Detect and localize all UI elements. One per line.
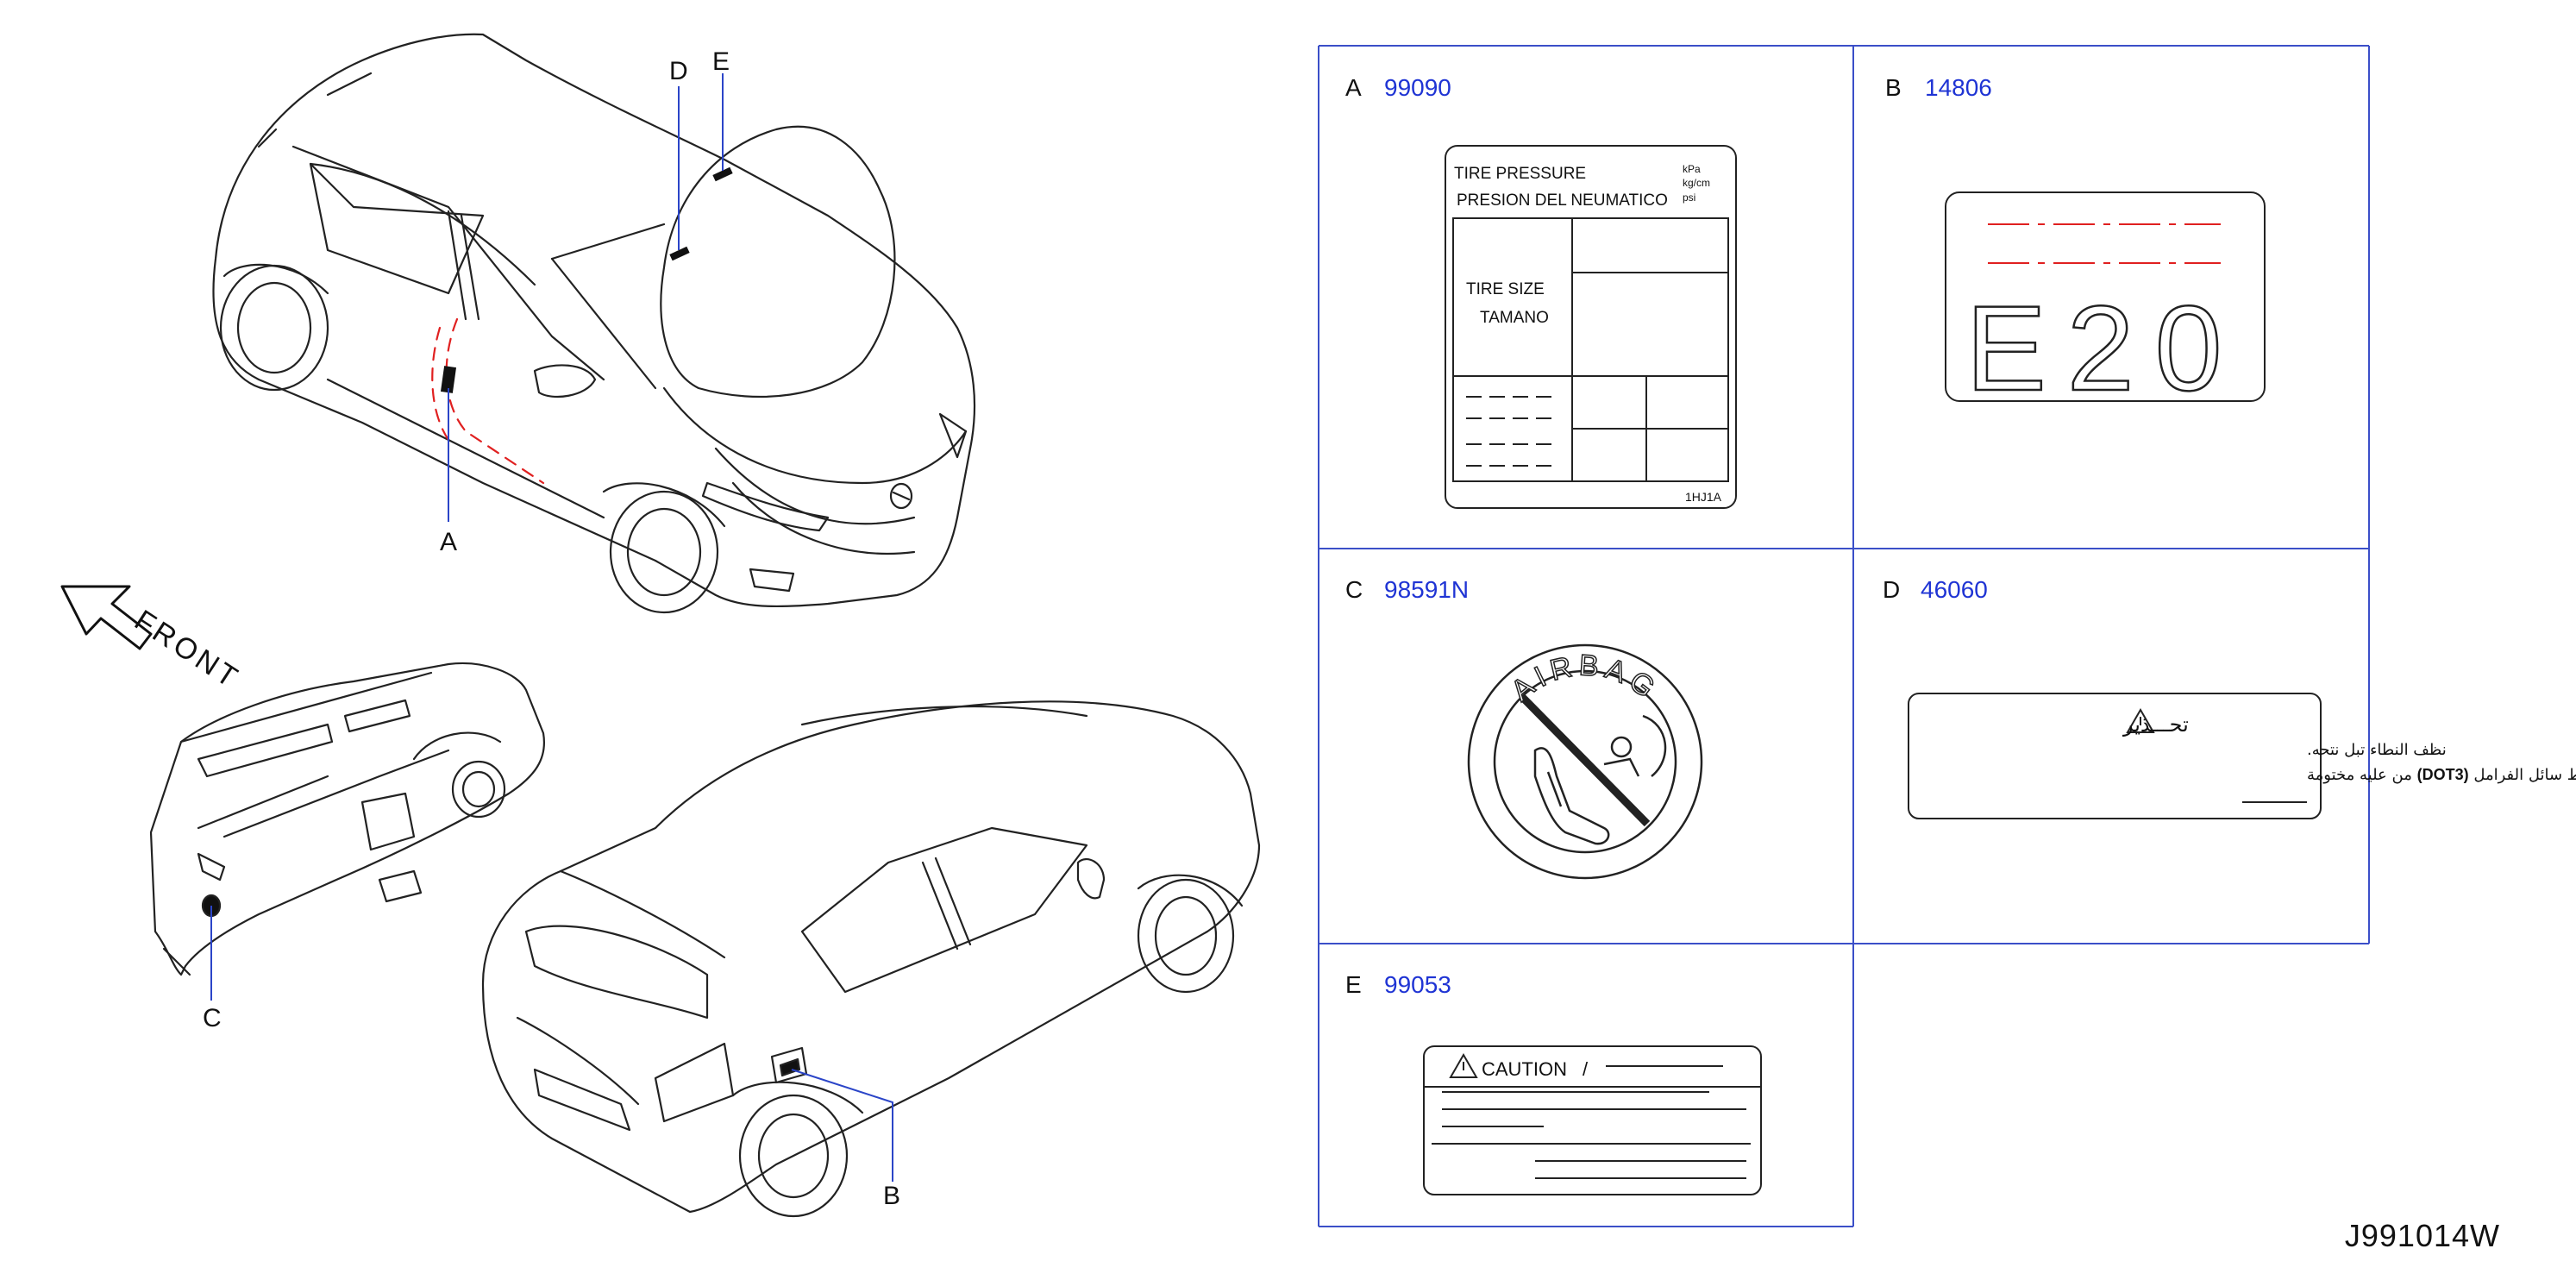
callout-c: C <box>203 1004 222 1032</box>
instrument-panel <box>149 662 546 976</box>
tire-unit-kpa: kPa <box>1683 163 1701 175</box>
svg-text:AIRBAG: AIRBAG <box>1505 649 1665 707</box>
tire-size-line2: TAMANO <box>1480 309 1549 327</box>
tire-line1: TIRE PRESSURE <box>1454 165 1586 183</box>
caution-triangle-icon <box>1449 1052 1478 1078</box>
fuel-e20-label: E20 <box>1945 191 2266 417</box>
car-rear-view <box>481 700 1261 1218</box>
label-b-number: 14806 <box>1925 74 1992 101</box>
callout-e: E <box>712 47 730 76</box>
tire-unit-kgcm: kg/cm <box>1683 177 1710 189</box>
label-a-number: 99090 <box>1384 74 1451 101</box>
tire-unit-psi: psi <box>1683 191 1695 204</box>
callout-d: D <box>669 57 688 85</box>
label-a-letter: A <box>1345 74 1362 101</box>
caution-label <box>1423 1045 1762 1195</box>
car-front-view <box>212 33 976 614</box>
front-arrow-icon <box>60 585 153 650</box>
brake-warning-label <box>1908 693 2322 819</box>
label-d-letter: D <box>1883 576 1901 603</box>
tire-pressure-label <box>1445 145 1737 509</box>
warning-triangle-icon <box>2126 707 2155 733</box>
tire-line2: PRESION DEL NEUMATICO <box>1457 191 1668 210</box>
brake-line2: استخدم نتط سائل الفرامل (DOT3) من عليه م… <box>2307 766 2576 784</box>
label-b-letter: B <box>1885 74 1902 101</box>
label-c-number: 98591N <box>1384 576 1470 603</box>
caution-slash: / <box>1583 1058 1589 1080</box>
fuel-e20-text: E20 <box>1965 280 2242 416</box>
label-c-letter: C <box>1345 576 1363 603</box>
caution-title: CAUTION <box>1482 1058 1567 1080</box>
label-e-letter: E <box>1345 971 1362 998</box>
label-e-number: 99053 <box>1384 971 1451 998</box>
airbag-label <box>1467 643 1703 880</box>
callout-b: B <box>883 1182 901 1210</box>
vehicle-diagram <box>60 33 1261 1218</box>
tire-code: 1HJ1A <box>1685 490 1722 504</box>
tire-size-line1: TIRE SIZE <box>1466 280 1545 298</box>
label-d-number: 46060 <box>1921 576 1988 603</box>
airbag-text: AIRBAG <box>1504 649 1660 709</box>
figure-code: J991014W <box>2344 1218 2500 1253</box>
callout-a: A <box>440 528 458 556</box>
brake-line1: نظف النطاء تبل نتحه. <box>2307 741 2447 759</box>
brake-title: تحـــذير <box>2122 712 2189 737</box>
